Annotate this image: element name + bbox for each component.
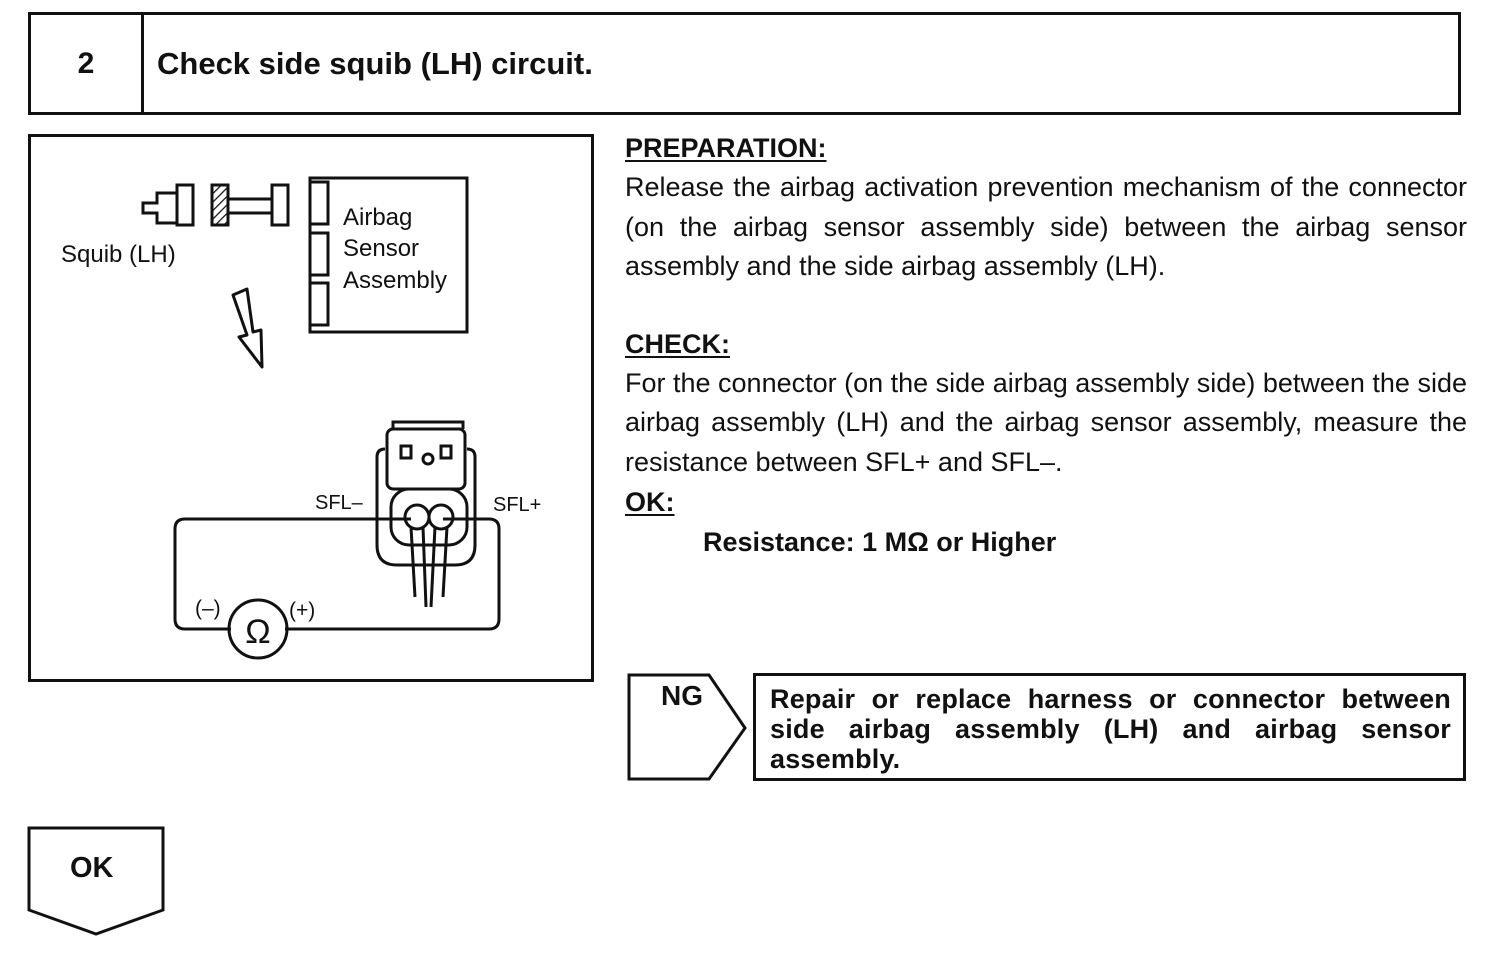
- instructions: PREPARATION: Release the airbag activati…: [625, 128, 1467, 562]
- ohm-symbol: Ω: [245, 613, 270, 651]
- sensor-label-line2: Sensor: [343, 235, 419, 262]
- ng-action-box: Repair or replace harness or connector b…: [753, 673, 1466, 781]
- ok-branch-arrow: [27, 826, 165, 936]
- step-number: 2: [31, 15, 144, 112]
- squib-connector-icon: [141, 183, 290, 227]
- ohmmeter-icon: [227, 598, 289, 660]
- ng-action-text: Repair or replace harness or connector b…: [770, 684, 1451, 774]
- down-arrow-icon: [231, 287, 264, 369]
- squib-label: Squib (LH): [61, 241, 176, 268]
- ng-label: NG: [661, 680, 703, 711]
- meter-minus-label: (–): [195, 597, 221, 620]
- preparation-text: Release the airbag activation prevention…: [625, 172, 1467, 281]
- check-heading: CHECK:: [625, 328, 730, 359]
- side-airbag-connector-icon: [375, 420, 477, 608]
- ohmmeter-circuit: [173, 517, 501, 660]
- terminal-minus-label: SFL–: [315, 492, 364, 514]
- ok-spec-text: Resistance: 1 MΩ or Higher: [703, 527, 1057, 557]
- ok-label: OK: [70, 852, 114, 884]
- ng-branch-arrow: [627, 673, 747, 781]
- airbag-sensor-assembly-icon: [308, 176, 469, 334]
- meter-plus-label: (+): [289, 599, 315, 622]
- step-header: 2 Check side squib (LH) circuit.: [28, 12, 1461, 115]
- check-text: For the connector (on the side airbag as…: [625, 367, 1467, 477]
- sensor-label-line1: Airbag: [343, 204, 412, 231]
- step-title: Check side squib (LH) circuit.: [157, 45, 593, 81]
- ok-spec-heading: OK:: [625, 487, 675, 517]
- terminal-plus-label: SFL+: [493, 494, 541, 516]
- circuit-illustration: Squib (LH) Airbag Sensor Assembly: [28, 134, 594, 682]
- preparation-heading: PREPARATION:: [625, 133, 827, 163]
- sensor-label-line3: Assembly: [343, 267, 447, 294]
